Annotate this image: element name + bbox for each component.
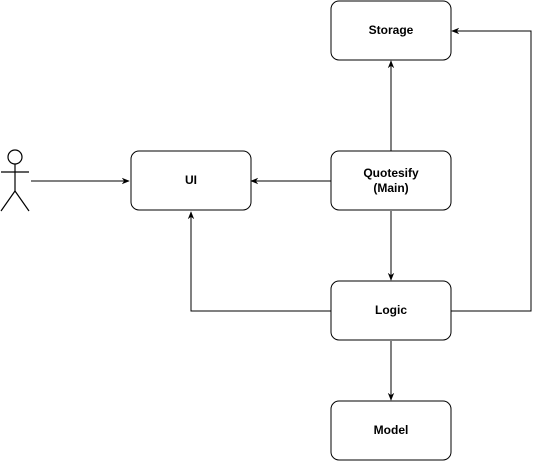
node-model-label: Model bbox=[374, 423, 409, 437]
node-main: Quotesify (Main) bbox=[330, 150, 452, 211]
node-logic-label: Logic bbox=[375, 303, 407, 317]
edge-logic-to-storage bbox=[451, 27, 532, 312]
node-storage-label: Storage bbox=[369, 23, 414, 37]
node-main-label-line2: (Main) bbox=[373, 181, 408, 195]
edge-logic-to-ui bbox=[187, 211, 331, 312]
node-storage: Storage bbox=[330, 0, 452, 61]
actor-stick-figure-icon bbox=[0, 149, 30, 212]
node-model: Model bbox=[330, 400, 452, 461]
node-ui-label: UI bbox=[185, 173, 197, 187]
node-main-label-line1: Quotesify bbox=[363, 166, 419, 180]
node-ui: UI bbox=[130, 150, 252, 211]
node-logic: Logic bbox=[330, 280, 452, 341]
